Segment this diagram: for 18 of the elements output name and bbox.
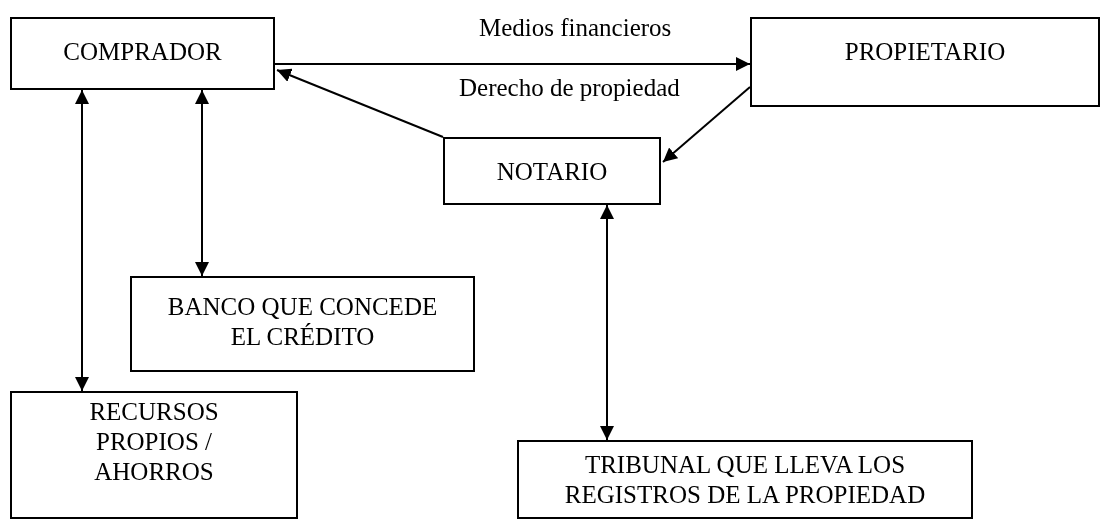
- box-label: RECURSOS PROPIOS / AHORROS: [88, 397, 220, 487]
- box-label: COMPRADOR: [63, 37, 222, 67]
- box: [130, 276, 475, 372]
- box-label: BANCO QUE CONCEDE EL CRÉDITO: [166, 292, 439, 352]
- box-label: PROPIETARIO: [844, 37, 1006, 67]
- box: [10, 391, 298, 519]
- box: [443, 137, 661, 205]
- box: [750, 17, 1100, 107]
- box: [517, 440, 973, 519]
- arrow: [600, 204, 614, 441]
- arrow: [195, 89, 209, 277]
- arrow: [662, 86, 751, 163]
- box-label: TRIBUNAL QUE LLEVA LOS REGISTROS DE LA PROPIEDAD: [563, 450, 927, 510]
- arrow: [276, 68, 444, 138]
- arrow: [274, 57, 751, 71]
- box: [10, 17, 275, 90]
- arrow: [75, 89, 89, 392]
- box-label: NOTARIO: [496, 157, 608, 187]
